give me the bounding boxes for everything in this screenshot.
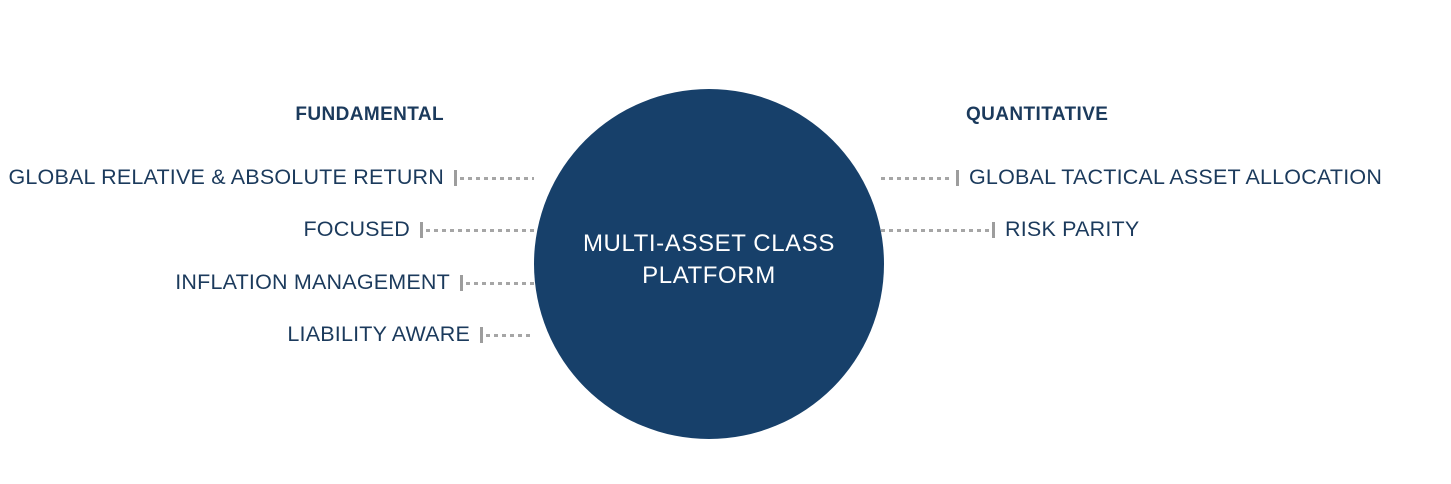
- list-item-right-0: GLOBAL TACTICAL ASSET ALLOCATION: [881, 165, 1451, 191]
- leader-tick-icon: [992, 222, 995, 238]
- leader-line: [486, 333, 534, 337]
- group-header-quantitative: QUANTITATIVE: [966, 104, 1109, 125]
- list-item-left-1: FOCUSED: [0, 217, 534, 243]
- leader-tick-icon: [460, 275, 463, 291]
- leader-line: [460, 176, 534, 180]
- leader-line: [466, 281, 534, 285]
- list-item-left-0: GLOBAL RELATIVE & ABSOLUTE RETURN: [0, 165, 534, 191]
- spoke-label-global-tactical-asset-allocation: GLOBAL TACTICAL ASSET ALLOCATION: [969, 165, 1383, 190]
- leader-line: [881, 228, 989, 232]
- center-hub-circle: MULTI-ASSET CLASS PLATFORM: [534, 89, 884, 439]
- list-item-left-2: INFLATION MANAGEMENT: [0, 270, 534, 296]
- leader-tick-icon: [454, 170, 457, 186]
- group-header-fundamental: FUNDAMENTAL: [295, 104, 444, 125]
- list-item-left-3: LIABILITY AWARE: [0, 322, 534, 348]
- leader-tick-icon: [480, 327, 483, 343]
- spoke-label-liability-aware: LIABILITY AWARE: [287, 322, 470, 347]
- list-item-right-1: RISK PARITY: [881, 217, 1451, 243]
- center-hub-label: MULTI-ASSET CLASS PLATFORM: [582, 229, 836, 289]
- leader-line: [426, 228, 534, 232]
- spoke-label-inflation-management: INFLATION MANAGEMENT: [175, 270, 450, 295]
- spoke-label-risk-parity: RISK PARITY: [1005, 217, 1140, 242]
- leader-line: [881, 176, 953, 180]
- leader-tick-icon: [420, 222, 423, 238]
- spoke-label-focused: FOCUSED: [303, 217, 410, 242]
- spoke-label-global-relative-absolute-return: GLOBAL RELATIVE & ABSOLUTE RETURN: [8, 165, 444, 190]
- leader-tick-icon: [956, 170, 959, 186]
